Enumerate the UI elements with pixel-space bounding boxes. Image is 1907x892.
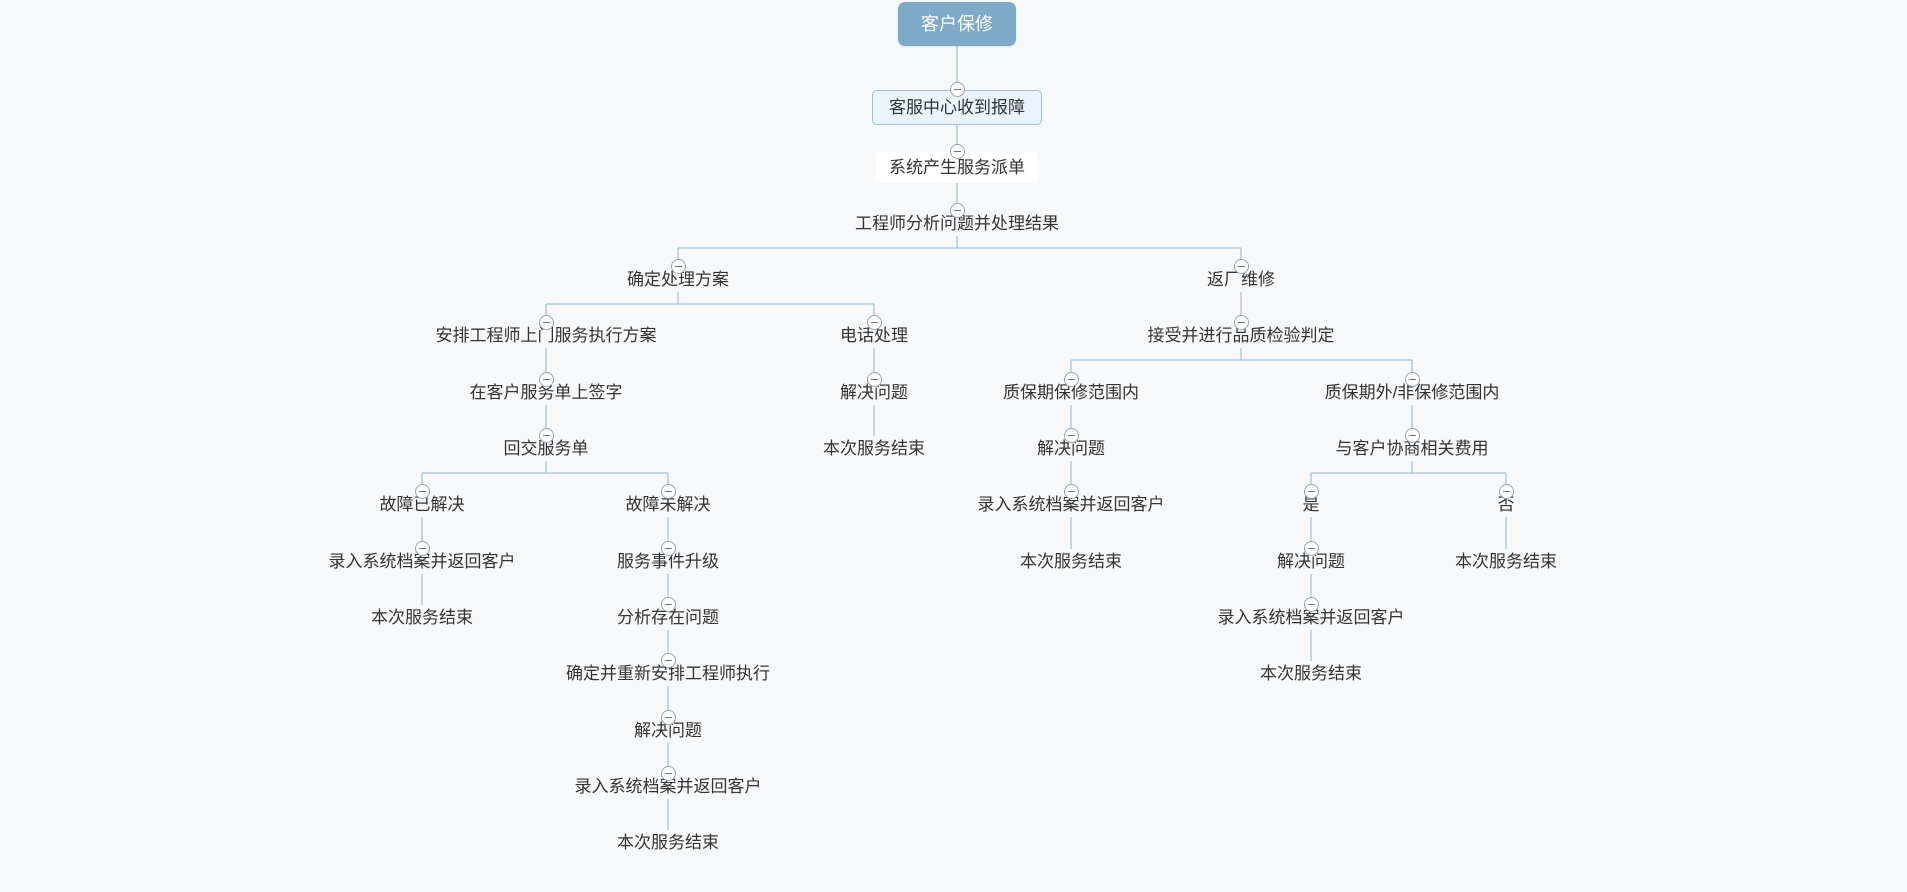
tree-node[interactable]: 确定处理方案	[627, 270, 729, 289]
collapse-minus-circle-icon[interactable]	[1303, 596, 1319, 612]
tree-node[interactable]: 确定并重新安排工程师执行	[566, 664, 770, 683]
collapse-minus-circle-icon[interactable]	[866, 371, 882, 387]
collapse-minus-circle-icon[interactable]	[1063, 483, 1079, 499]
tree-node[interactable]: 录入系统档案并返回客户	[977, 495, 1165, 514]
tree-node[interactable]: 本次服务结束	[1020, 552, 1122, 571]
root-node[interactable]: 客户保修	[898, 2, 1016, 46]
collapse-minus-circle-icon[interactable]	[660, 709, 676, 725]
tree-node[interactable]: 本次服务结束	[371, 608, 473, 627]
tree-node[interactable]: 质保期外/非保修范围内	[1324, 383, 1500, 402]
collapse-minus-circle-icon[interactable]	[660, 652, 676, 668]
tree-node[interactable]: 返厂维修	[1207, 270, 1275, 289]
tree-node[interactable]: 录入系统档案并返回客户	[1217, 608, 1405, 627]
tree-node[interactable]: 故障已解决	[379, 495, 465, 514]
tree-node[interactable]: 录入系统档案并返回客户	[574, 777, 762, 796]
collapse-minus-circle-icon[interactable]	[660, 765, 676, 781]
collapse-minus-circle-icon[interactable]	[949, 143, 965, 159]
tree-node[interactable]: 本次服务结束	[1455, 552, 1557, 571]
collapse-minus-circle-icon[interactable]	[1063, 371, 1079, 387]
collapse-minus-circle-icon[interactable]	[414, 483, 430, 499]
collapse-minus-circle-icon[interactable]	[660, 596, 676, 612]
tree-node[interactable]: 本次服务结束	[1260, 664, 1362, 683]
collapse-minus-circle-icon[interactable]	[949, 202, 965, 218]
tree-node[interactable]: 服务事件升级	[617, 552, 719, 571]
collapse-minus-circle-icon[interactable]	[1498, 483, 1514, 499]
collapse-minus-circle-icon[interactable]	[660, 483, 676, 499]
collapse-minus-circle-icon[interactable]	[1404, 371, 1420, 387]
tree-node[interactable]: 与客户协商相关费用	[1335, 439, 1489, 458]
tree-node[interactable]: 系统产生服务派单	[876, 152, 1038, 183]
tree-node[interactable]: 解决问题	[1037, 439, 1105, 458]
collapse-minus-circle-icon[interactable]	[1063, 427, 1079, 443]
tree-node[interactable]: 解决问题	[1277, 552, 1345, 571]
tree-node[interactable]: 解决问题	[634, 721, 702, 740]
collapse-minus-circle-icon[interactable]	[538, 314, 554, 330]
collapse-minus-circle-icon[interactable]	[670, 258, 686, 274]
tree-node[interactable]: 录入系统档案并返回客户	[328, 552, 516, 571]
tree-node[interactable]: 本次服务结束	[823, 439, 925, 458]
tree-node[interactable]: 电话处理	[840, 326, 908, 345]
collapse-minus-circle-icon[interactable]	[538, 371, 554, 387]
tree-node[interactable]: 接受并进行品质检验判定	[1147, 326, 1335, 345]
tree-node[interactable]: 工程师分析问题并处理结果	[855, 214, 1059, 233]
tree-node[interactable]: 在客户服务单上签字	[469, 383, 623, 402]
collapse-minus-circle-icon[interactable]	[414, 540, 430, 556]
collapse-minus-circle-icon[interactable]	[1303, 540, 1319, 556]
tree-node[interactable]: 本次服务结束	[617, 833, 719, 852]
tree-node[interactable]: 故障未解决	[625, 495, 711, 514]
collapse-minus-circle-icon[interactable]	[1303, 483, 1319, 499]
collapse-minus-circle-icon[interactable]	[949, 81, 965, 97]
tree-node[interactable]: 回交服务单	[503, 439, 589, 458]
tree-node[interactable]: 分析存在问题	[617, 608, 719, 627]
tree-node[interactable]: 解决问题	[840, 383, 908, 402]
tree-node[interactable]: 质保期保修范围内	[1003, 383, 1139, 402]
collapse-minus-circle-icon[interactable]	[1233, 258, 1249, 274]
collapse-minus-circle-icon[interactable]	[538, 427, 554, 443]
tree-node[interactable]: 否	[1497, 495, 1515, 514]
collapse-minus-circle-icon[interactable]	[1404, 427, 1420, 443]
collapse-minus-circle-icon[interactable]	[866, 314, 882, 330]
tree-node[interactable]: 是	[1302, 495, 1320, 514]
collapse-minus-circle-icon[interactable]	[660, 540, 676, 556]
tree-node[interactable]: 安排工程师上门服务执行方案	[435, 326, 657, 345]
collapse-minus-circle-icon[interactable]	[1233, 314, 1249, 330]
